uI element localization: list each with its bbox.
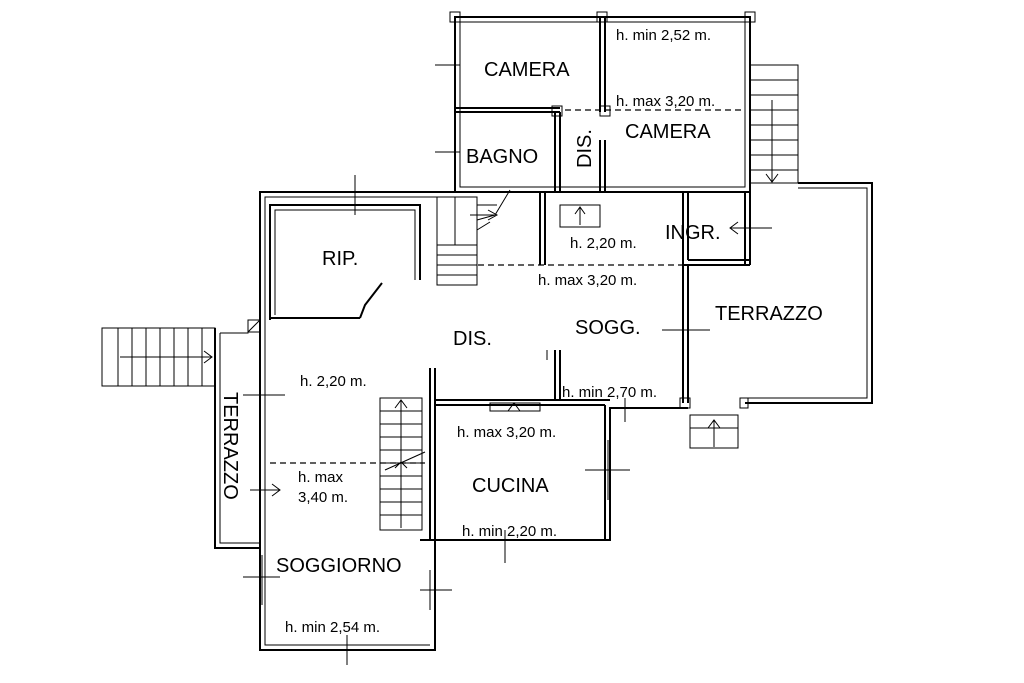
note-h-220-left: h. 2,20 m. <box>300 373 367 390</box>
label-camera-right: CAMERA <box>625 121 711 143</box>
label-bagno: BAGNO <box>466 146 538 168</box>
note-h-min-254: h. min 2,54 m. <box>285 619 380 636</box>
terrace-right-walls <box>662 182 873 449</box>
note-h-max-320-kitchen: h. max 3,20 m. <box>457 424 556 441</box>
label-soggiorno: SOGGIORNO <box>276 555 402 577</box>
right-stairs <box>749 64 799 184</box>
main-internal-stairs <box>379 397 426 531</box>
upper-internal-stairs <box>436 189 511 286</box>
ingresso-walls <box>539 191 772 266</box>
note-h-min-220-kitchen: h. min 2,20 m. <box>462 523 557 540</box>
main-block-walls <box>243 175 688 665</box>
upper-block-walls <box>435 11 756 193</box>
label-dis-upper: DIS. <box>574 129 596 168</box>
note-h-max-340-line1: h. max <box>298 469 344 486</box>
label-cucina: CUCINA <box>472 475 549 497</box>
label-dis-main: DIS. <box>453 328 492 350</box>
label-sogg: SOGG. <box>575 317 641 339</box>
room-labels: CAMERA CAMERA BAGNO DIS. INGR. RIP. DIS.… <box>219 59 823 577</box>
terrace-left-walls <box>214 319 281 549</box>
note-h-max-320-top: h. max 3,20 m. <box>616 93 715 110</box>
label-ingr: INGR. <box>665 222 721 244</box>
label-camera-top: CAMERA <box>484 59 570 81</box>
label-terrazzo-left: TERRAZZO <box>219 392 241 500</box>
note-h-max-320-mid: h. max 3,20 m. <box>538 272 637 289</box>
height-notes: h. min 2,52 m. h. max 3,20 m. h. 2,20 m.… <box>285 27 715 636</box>
note-h-220-upper: h. 2,20 m. <box>570 235 637 252</box>
note-h-min-252: h. min 2,52 m. <box>616 27 711 44</box>
label-rip: RIP. <box>322 248 358 270</box>
note-h-min-270: h. min 2,70 m. <box>562 384 657 401</box>
note-h-max-340-line2: 3,40 m. <box>298 489 348 506</box>
left-stairs <box>101 327 216 387</box>
label-terrazzo-right: TERRAZZO <box>715 303 823 325</box>
